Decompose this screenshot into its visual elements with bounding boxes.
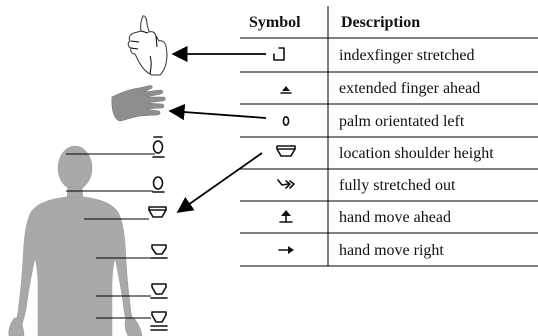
palm-orientated-left-symbol [283, 117, 288, 125]
extended-finger-ahead-symbol [281, 86, 291, 93]
torso-and-arms [13, 197, 136, 336]
arrow-to-flat-hand [170, 111, 266, 118]
hand-move-ahead-symbol [280, 210, 292, 222]
human-body-silhouette [9, 146, 142, 336]
symbol-table: Symbol Description indexfinger stretched… [240, 6, 538, 266]
shoulder-marker [149, 207, 166, 217]
header-description: Description [341, 14, 420, 31]
head-marker [153, 177, 164, 192]
row-description: indexfinger stretched [339, 47, 475, 64]
row-description: palm orientated left [339, 113, 465, 130]
chest-marker [151, 245, 167, 258]
row-description: hand move right [339, 242, 444, 259]
index-finger-stretched-symbol [274, 48, 284, 60]
connector-arrows [170, 54, 266, 212]
pointing-hand-sketch [128, 16, 167, 75]
row-description: location shoulder height [339, 145, 494, 162]
row-description: fully stretched out [339, 177, 456, 194]
row-description: hand move ahead [339, 209, 451, 226]
location-shoulder-height-symbol [277, 146, 295, 156]
right-hand [125, 318, 142, 336]
flat-palm-hand [112, 86, 165, 121]
arrow-to-shoulder-marker [178, 153, 262, 212]
head [58, 146, 92, 190]
row-description: extended finger ahead [339, 80, 480, 97]
header-symbol: Symbol [249, 14, 301, 31]
hip-marker [151, 312, 167, 330]
neck [67, 187, 83, 198]
fully-stretched-out-symbol [278, 180, 294, 188]
hand-move-right-symbol [279, 246, 294, 254]
waist-marker [151, 284, 167, 298]
